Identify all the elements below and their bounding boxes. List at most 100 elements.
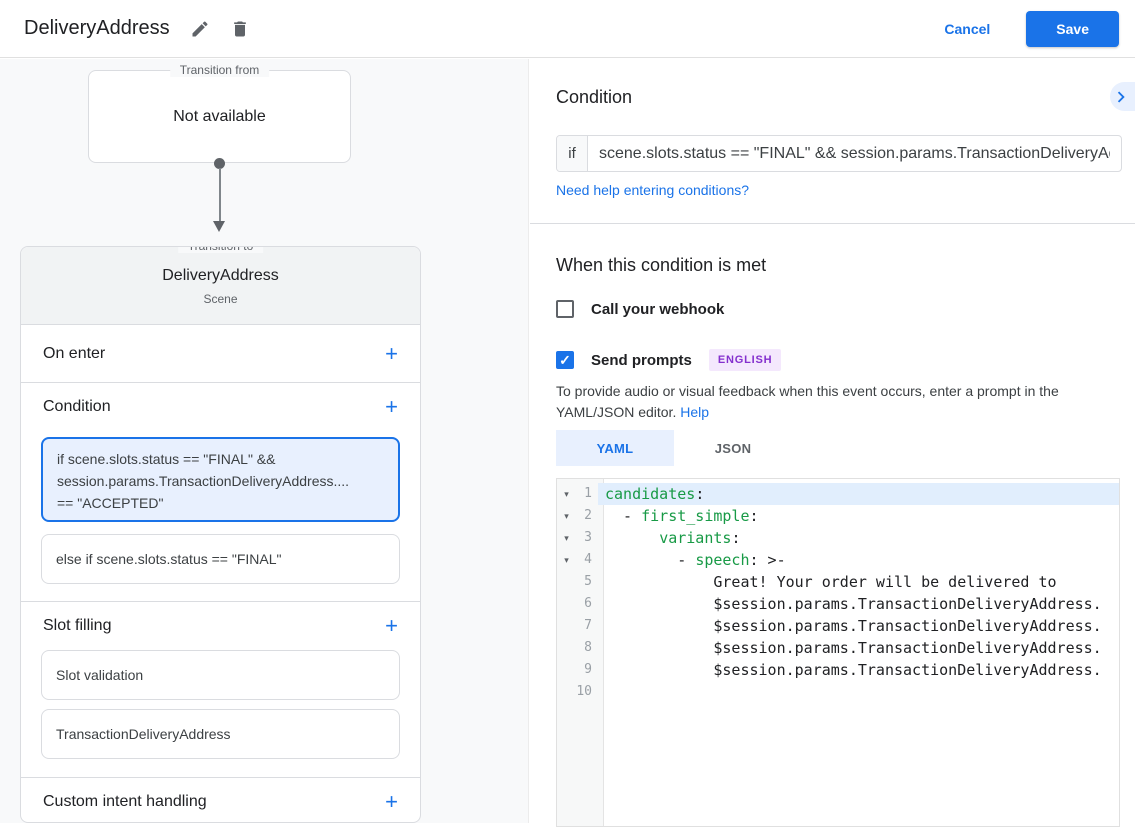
section-condition: Condition +	[21, 383, 420, 431]
transition-from-box: Transition from Not available	[88, 70, 351, 163]
transition-from-label: Transition from	[170, 63, 270, 77]
custom-intent-label: Custom intent handling	[43, 793, 207, 811]
transition-to-label: Transition to	[178, 246, 264, 253]
fold-arrow-icon[interactable]: ▾	[557, 549, 576, 571]
code-line: 10	[557, 681, 1119, 703]
code-text[interactable]: - speech: >-	[598, 549, 1119, 571]
edit-icon	[190, 19, 210, 39]
webhook-row: Call your webhook	[556, 300, 724, 318]
send-prompts-checkbox[interactable]: ✓	[556, 351, 574, 369]
if-label: if	[557, 136, 588, 171]
page-title: DeliveryAddress	[24, 17, 170, 40]
trash-icon	[230, 19, 250, 39]
condition-panel-title: Condition	[556, 87, 632, 108]
language-badge: ENGLISH	[709, 349, 782, 371]
line-number: 2	[576, 505, 598, 527]
slot-filling-label: Slot filling	[43, 617, 111, 635]
fold-arrow-icon[interactable]	[557, 659, 576, 681]
on-enter-label: On enter	[43, 345, 105, 363]
scene-type: Scene	[21, 292, 420, 306]
fold-arrow-icon[interactable]	[557, 571, 576, 593]
code-text[interactable]: $session.params.TransactionDeliveryAddre…	[598, 637, 1119, 659]
editor-tabs: YAML JSON	[556, 430, 792, 466]
prompt-description: To provide audio or visual feedback when…	[556, 381, 1130, 423]
code-text[interactable]: Great! Your order will be delivered to	[598, 571, 1119, 593]
line-number: 6	[576, 593, 598, 615]
code-line: ▾ 2 - first_simple:	[557, 505, 1119, 527]
save-button[interactable]: Save	[1026, 11, 1119, 47]
line-number: 1	[576, 483, 598, 505]
fold-arrow-icon[interactable]: ▾	[557, 505, 576, 527]
section-on-enter: On enter +	[21, 325, 420, 383]
line-number: 5	[576, 571, 598, 593]
add-custom-intent-button[interactable]: +	[385, 792, 398, 812]
section-custom-intent: Custom intent handling +	[21, 778, 420, 823]
code-line: ▾ 4 - speech: >-	[557, 549, 1119, 571]
transition-to-card: Transition to DeliveryAddress Scene On e…	[20, 246, 421, 823]
code-line: 9 $session.params.TransactionDeliveryAdd…	[557, 659, 1119, 681]
fold-arrow-icon[interactable]	[557, 637, 576, 659]
fold-arrow-icon[interactable]	[557, 681, 576, 703]
conditions-help-link[interactable]: Need help entering conditions?	[556, 182, 749, 198]
chevron-right-icon	[1110, 86, 1132, 108]
code-line: 7 $session.params.TransactionDeliveryAdd…	[557, 615, 1119, 637]
fold-arrow-icon[interactable]: ▾	[557, 483, 576, 505]
add-condition-button[interactable]: +	[385, 397, 398, 417]
flow-arrow-head-icon	[213, 221, 225, 232]
code-line: ▾ 1 candidates:	[557, 483, 1119, 505]
send-prompts-label: Send prompts	[591, 352, 692, 369]
code-text[interactable]: - first_simple:	[598, 505, 1119, 527]
condition-met-title: When this condition is met	[556, 255, 766, 276]
line-number: 8	[576, 637, 598, 659]
code-line: 6 $session.params.TransactionDeliveryAdd…	[557, 593, 1119, 615]
send-prompts-row: ✓ Send prompts ENGLISH	[556, 349, 781, 371]
scene-card-header: DeliveryAddress Scene	[21, 247, 420, 325]
line-number: 10	[576, 681, 598, 703]
add-slot-button[interactable]: +	[385, 616, 398, 636]
prompt-description-text: To provide audio or visual feedback when…	[556, 383, 1059, 420]
condition-card-selected[interactable]: if scene.slots.status == "FINAL" && sess…	[41, 437, 400, 522]
cancel-button[interactable]: Cancel	[944, 21, 990, 37]
code-line: 5 Great! Your order will be delivered to	[557, 571, 1119, 593]
edit-title-button[interactable]	[184, 13, 216, 45]
flow-arrow-stem	[219, 168, 221, 222]
code-line: 8 $session.params.TransactionDeliveryAdd…	[557, 637, 1119, 659]
editor-lines: ▾ 1 candidates: ▾ 2 - first_simple: ▾ 3 …	[557, 479, 1119, 703]
condition-label: Condition	[43, 398, 111, 416]
collapse-panel-button[interactable]	[1110, 82, 1135, 111]
tab-yaml[interactable]: YAML	[556, 430, 674, 466]
delete-scene-button[interactable]	[224, 13, 256, 45]
divider	[530, 223, 1135, 224]
code-text[interactable]: $session.params.TransactionDeliveryAddre…	[598, 593, 1119, 615]
code-text[interactable]: $session.params.TransactionDeliveryAddre…	[598, 615, 1119, 637]
transition-from-value: Not available	[173, 108, 266, 126]
condition-expression-input[interactable]	[588, 136, 1121, 171]
if-condition-group: if	[556, 135, 1122, 172]
webhook-label: Call your webhook	[591, 301, 724, 318]
code-text[interactable]	[598, 681, 1119, 703]
code-text[interactable]: variants:	[598, 527, 1119, 549]
fold-arrow-icon[interactable]	[557, 593, 576, 615]
yaml-code-editor[interactable]: ▾ 1 candidates: ▾ 2 - first_simple: ▾ 3 …	[556, 478, 1120, 827]
fold-arrow-icon[interactable]	[557, 615, 576, 637]
condition-card[interactable]: else if scene.slots.status == "FINAL"	[41, 534, 400, 584]
code-line: ▾ 3 variants:	[557, 527, 1119, 549]
line-number: 9	[576, 659, 598, 681]
tab-json[interactable]: JSON	[674, 430, 792, 466]
topbar: DeliveryAddress Cancel Save	[0, 0, 1135, 58]
section-slot-filling: Slot filling +	[21, 602, 420, 650]
slot-card-validation[interactable]: Slot validation	[41, 650, 400, 700]
condition-detail-panel: Condition if Need help entering conditio…	[530, 59, 1135, 827]
scene-flow-pane: Transition from Not available Transition…	[0, 59, 529, 823]
prompt-help-link[interactable]: Help	[680, 404, 709, 420]
line-number: 7	[576, 615, 598, 637]
code-text[interactable]: $session.params.TransactionDeliveryAddre…	[598, 659, 1119, 681]
webhook-checkbox[interactable]	[556, 300, 574, 318]
slot-card-delivery-address[interactable]: TransactionDeliveryAddress	[41, 709, 400, 759]
fold-arrow-icon[interactable]: ▾	[557, 527, 576, 549]
code-text[interactable]: candidates:	[598, 483, 1119, 505]
line-number: 4	[576, 549, 598, 571]
add-on-enter-button[interactable]: +	[385, 344, 398, 364]
scene-name: DeliveryAddress	[21, 267, 420, 285]
